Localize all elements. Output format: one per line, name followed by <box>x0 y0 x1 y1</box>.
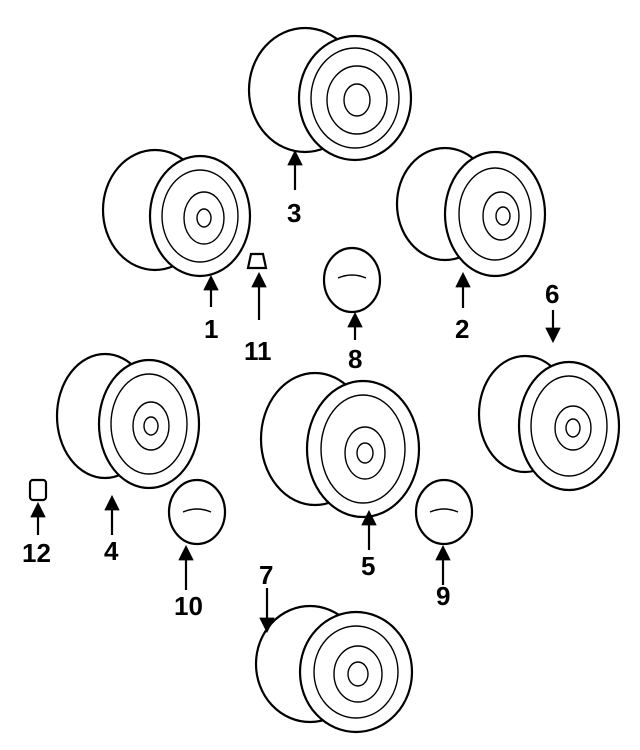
wheel-2[interactable] <box>395 146 547 278</box>
callout-11: 11 <box>244 336 272 366</box>
callout-1: 1 <box>204 314 218 344</box>
wheel-3[interactable] <box>247 26 413 162</box>
wheel-7[interactable] <box>254 604 414 734</box>
callout-labels: 3 1 11 8 2 6 4 12 10 5 9 7 <box>22 198 559 621</box>
wheel-6[interactable] <box>477 354 621 492</box>
callout-4: 4 <box>104 536 119 566</box>
center-cap-10[interactable] <box>167 478 227 546</box>
callout-6: 6 <box>545 279 559 309</box>
valve-stem-11[interactable] <box>246 252 268 270</box>
center-cap-9[interactable] <box>414 478 474 546</box>
center-cap-8[interactable] <box>322 246 382 314</box>
callout-7: 7 <box>259 560 273 590</box>
callout-5: 5 <box>361 551 375 581</box>
wheel-5[interactable] <box>259 371 421 519</box>
leader-arrows <box>30 149 561 634</box>
wheel-4[interactable] <box>55 352 201 490</box>
lug-nut-12[interactable] <box>28 478 48 502</box>
callout-2: 2 <box>455 314 469 344</box>
callout-9: 9 <box>436 581 450 611</box>
callout-3: 3 <box>287 198 301 228</box>
callout-12: 12 <box>22 538 51 568</box>
wheel-1[interactable] <box>101 148 252 278</box>
callout-8: 8 <box>348 344 362 374</box>
callout-10: 10 <box>174 591 203 621</box>
